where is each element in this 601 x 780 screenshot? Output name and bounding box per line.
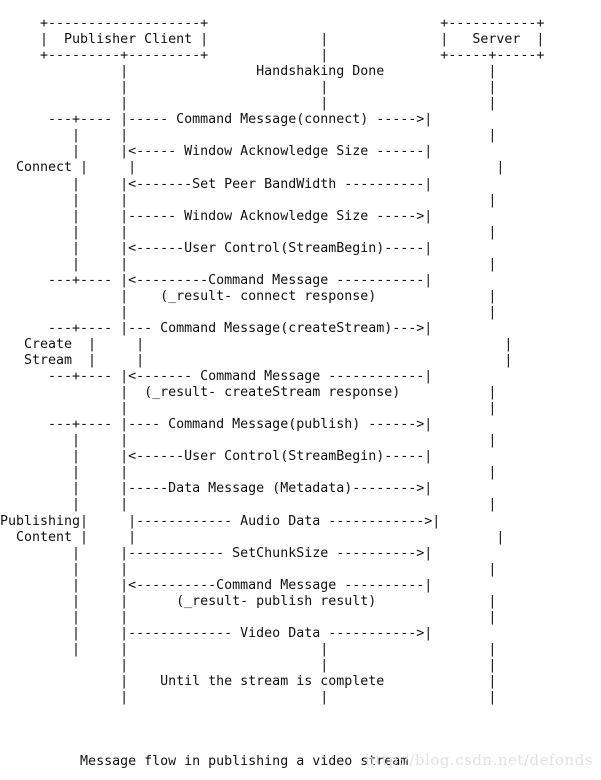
diagram-line: | |------------ SetChunkSize ---------->… bbox=[0, 545, 433, 561]
diagram-line: | |<-------Set Peer BandWidth ----------… bbox=[0, 176, 433, 192]
diagram-line: | | | bbox=[0, 224, 497, 240]
diagram-line: | | | bbox=[0, 128, 497, 144]
diagram-line: | | | bbox=[0, 657, 497, 673]
diagram-line: | |-----Data Message (Metadata)-------->… bbox=[0, 481, 433, 497]
diagram-line: ---+---- |<---------Command Message ----… bbox=[0, 272, 433, 288]
diagram-line: | | (_result- publish result) | bbox=[0, 593, 497, 609]
diagram-line: Stream | | | bbox=[0, 353, 513, 369]
diagram-line: Publishing| |------------ Audio Data ---… bbox=[0, 513, 441, 529]
diagram-line: | Publisher Client | | | Server | bbox=[0, 32, 545, 48]
diagram-line bbox=[0, 722, 601, 738]
diagram-line: | (_result- connect response) | bbox=[0, 288, 497, 304]
diagram-line: | | | bbox=[0, 561, 497, 577]
diagram-line: ---+---- |<------- Command Message -----… bbox=[0, 369, 433, 385]
diagram-line: +---------+---------+ | +-----+-----+ bbox=[0, 48, 545, 64]
diagram-line: | |<----- Window Acknowledge Size ------… bbox=[0, 144, 433, 160]
diagram-line: +-------------------+ +-----------+ bbox=[0, 16, 545, 32]
diagram-line: ---+---- |---- Command Message(publish) … bbox=[0, 417, 433, 433]
diagram-line: ---+---- |----- Command Message(connect)… bbox=[0, 112, 433, 128]
diagram-line bbox=[0, 0, 601, 16]
diagram-line: | | | bbox=[0, 192, 497, 208]
diagram-line: | | | bbox=[0, 256, 497, 272]
diagram-line bbox=[0, 706, 601, 722]
diagram-line: ---+---- |--- Command Message(createStre… bbox=[0, 320, 433, 336]
diagram-line: | | | bbox=[0, 96, 497, 112]
diagram-line: Connect | | | bbox=[0, 160, 505, 176]
diagram-line: Message flow in publishing a video strea… bbox=[0, 754, 409, 770]
diagram-line: Create | | | bbox=[0, 336, 513, 352]
diagram-line: | | | bbox=[0, 433, 497, 449]
diagram-line: Content | | | bbox=[0, 529, 505, 545]
diagram-line: | |------------- Video Data ----------->… bbox=[0, 625, 433, 641]
diagram-line: | |<----------Command Message ----------… bbox=[0, 577, 433, 593]
diagram-line: | Until the stream is complete | bbox=[0, 673, 497, 689]
diagram-line: | Handshaking Done | bbox=[0, 64, 497, 80]
diagram-line: | | | | bbox=[0, 641, 497, 657]
diagram-line: | | | bbox=[0, 609, 497, 625]
diagram-line: | (_result- createStream response) | bbox=[0, 385, 497, 401]
diagram-line: | | bbox=[0, 401, 497, 417]
diagram-line: | |------ Window Acknowledge Size ----->… bbox=[0, 208, 433, 224]
diagram-line: | | | bbox=[0, 465, 497, 481]
diagram-line: | | | bbox=[0, 690, 497, 706]
diagram-line: | |<------User Control(StreamBegin)-----… bbox=[0, 449, 433, 465]
diagram-line: | | | bbox=[0, 80, 497, 96]
watermark: http://blog.csdn.net/defonds bbox=[364, 751, 593, 769]
diagram-line: | | | bbox=[0, 497, 497, 513]
diagram-line: | |<------User Control(StreamBegin)-----… bbox=[0, 240, 433, 256]
diagram-line: | | bbox=[0, 304, 497, 320]
